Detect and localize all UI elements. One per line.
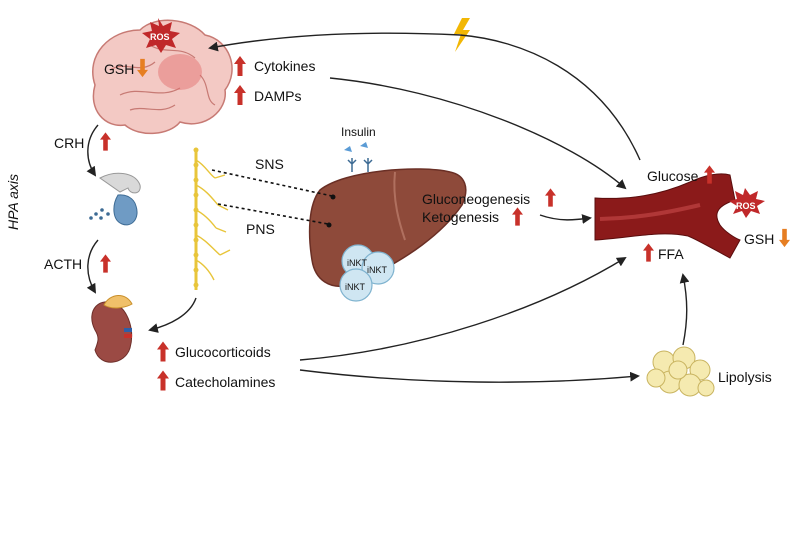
ffa-label: FFA xyxy=(658,246,684,262)
gsh-label-brain: GSH xyxy=(104,61,135,77)
damps-label: DAMPs xyxy=(254,88,302,104)
arrow-catecholamines-to-lipolysis xyxy=(299,369,640,383)
glucose-label: Glucose xyxy=(647,168,699,184)
brain-illustration xyxy=(92,19,233,135)
nerve-dotted-lines xyxy=(211,169,333,225)
arrow-liver-to-vessel xyxy=(539,214,592,224)
arrow-acth xyxy=(86,239,99,294)
insulin-receptor-icon xyxy=(344,142,373,172)
pituitary-illustration xyxy=(89,172,141,226)
gsh-vessel-down-arrow xyxy=(779,228,790,248)
damps-up-arrow xyxy=(234,85,246,105)
insulin-label: Insulin xyxy=(341,125,376,139)
inkt-label-1: iNKT xyxy=(347,258,367,268)
gluconeogenesis-up-arrow xyxy=(545,188,556,207)
catecholamines-label: Catecholamines xyxy=(175,374,276,390)
inkt-label-3: iNKT xyxy=(345,282,365,292)
gluconeogenesis-label: Gluconeogenesis xyxy=(422,191,531,207)
ffa-up-arrow xyxy=(643,243,654,262)
inkt-label-2: iNKT xyxy=(367,265,387,275)
sns-label: SNS xyxy=(255,156,284,172)
arrow-crh xyxy=(86,124,99,177)
glucocorticoids-label: Glucocorticoids xyxy=(175,344,271,360)
ketogenesis-label: Ketogenesis xyxy=(422,209,500,225)
acth-up-arrow xyxy=(100,254,111,273)
ros-burst-vessel xyxy=(729,188,765,218)
ros-label-vessel: ROS xyxy=(736,201,756,211)
adipose-tissue-illustration xyxy=(646,346,715,397)
inkt-cells xyxy=(339,244,395,302)
sympathetic-chain xyxy=(194,148,231,290)
crh-label: CRH xyxy=(54,135,85,151)
arrow-glucocorticoids-to-vessel xyxy=(299,256,627,361)
sympathetic-chain-beads xyxy=(193,147,199,288)
crh-up-arrow xyxy=(100,132,111,151)
ketogenesis-up-arrow xyxy=(512,207,523,226)
pns-terminal xyxy=(326,222,332,228)
pns-label: PNS xyxy=(246,221,275,237)
hpa-axis-label: HPA axis xyxy=(5,173,21,230)
sns-line xyxy=(211,169,333,197)
ros-label-brain: ROS xyxy=(150,32,170,42)
acth-label: ACTH xyxy=(44,256,83,272)
catecholamines-up-arrow xyxy=(157,370,169,391)
connector-arrows xyxy=(86,32,690,383)
pns-line xyxy=(217,203,329,225)
lipolysis-label: Lipolysis xyxy=(718,369,772,385)
arrow-cytokines-to-vessel xyxy=(329,77,627,190)
arrow-chain-to-adrenal xyxy=(148,297,197,333)
cytokines-label: Cytokines xyxy=(254,58,316,74)
ros-burst-brain xyxy=(142,18,180,53)
blood-vessel-illustration xyxy=(594,173,741,259)
sns-terminal xyxy=(330,194,336,200)
kidney-adrenal-illustration xyxy=(91,295,133,363)
cytokines-up-arrow xyxy=(234,56,246,76)
gsh-label-vessel: GSH xyxy=(744,231,775,247)
arrow-lipolysis-to-ffa xyxy=(679,273,690,346)
arrow-vessel-to-brain xyxy=(208,32,641,161)
glucocorticoids-up-arrow xyxy=(157,341,169,362)
